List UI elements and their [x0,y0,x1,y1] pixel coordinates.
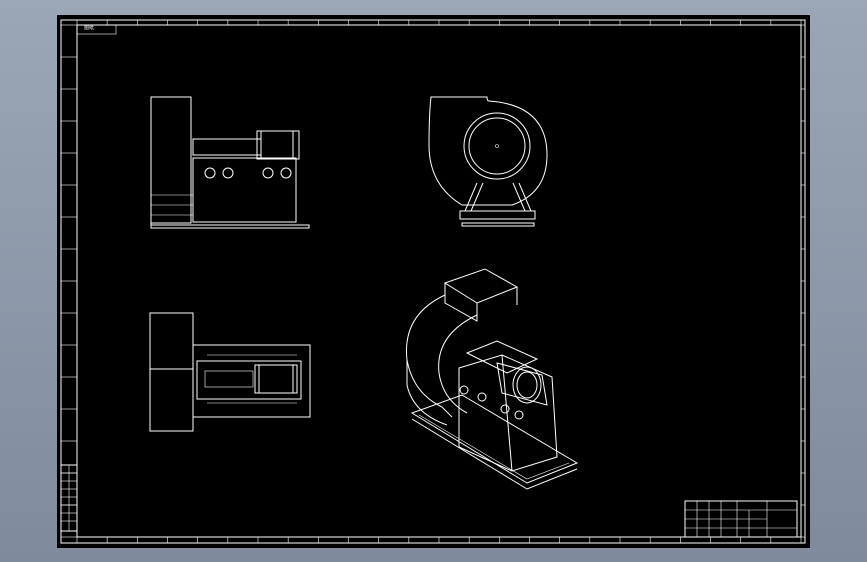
inner-border [76,24,802,538]
border-ticks [61,20,805,543]
drawing-canvas [60,19,806,544]
drawing-sheet[interactable]: 图纸 [57,15,810,548]
title-tag-box [76,24,117,35]
title-block [684,500,798,538]
revision-table [60,464,78,532]
outer-border [60,19,806,544]
side-view [428,96,548,227]
sheet-tag: 图纸 [84,25,95,31]
isometric-view [405,268,579,490]
top-view [149,312,311,432]
front-view [150,96,310,229]
